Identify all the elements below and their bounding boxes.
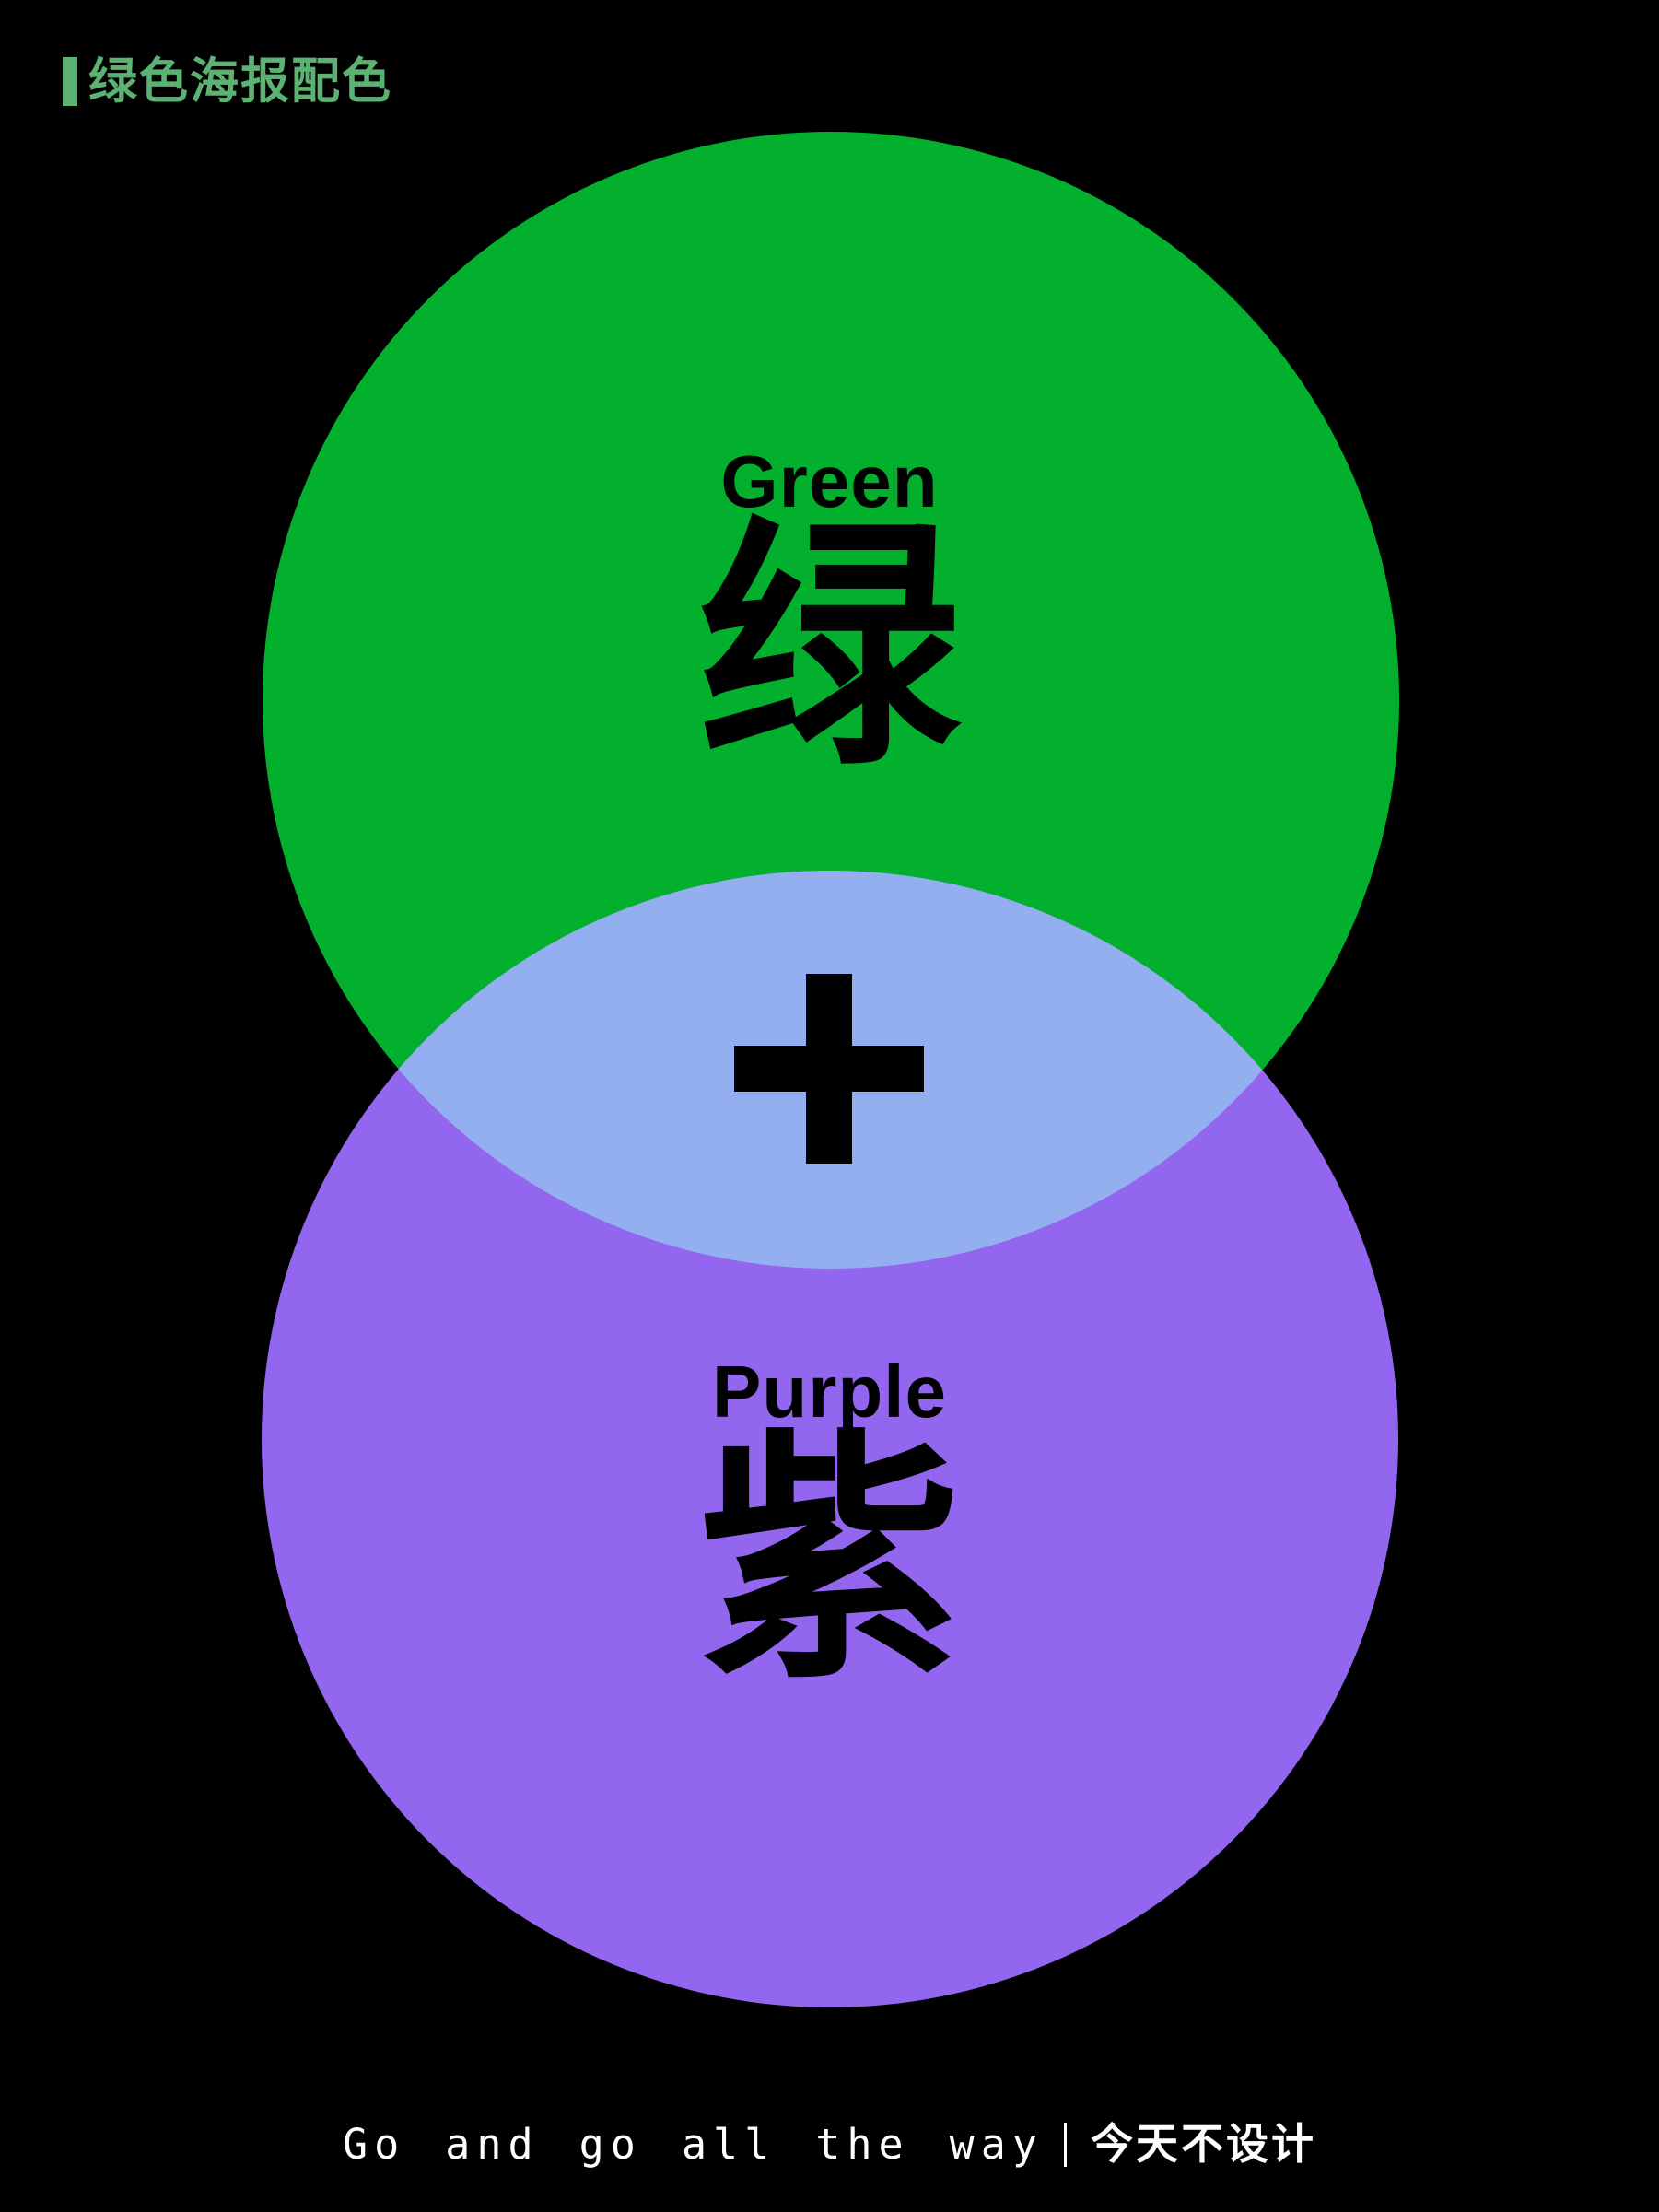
footer-brand: 今天不设计 <box>1090 2120 1316 2168</box>
plus-icon <box>734 974 924 1164</box>
purple-label-zh: 紫 <box>698 1415 961 1708</box>
footer-slogan: Go and go all the way <box>343 2119 1044 2169</box>
purple-label-en: Purple <box>712 1351 947 1433</box>
header-accent-bar <box>63 57 77 106</box>
green-label-zh: 绿 <box>698 502 961 795</box>
green-label-en: Green <box>720 440 939 522</box>
header-title: 绿色海报配色 <box>88 54 392 109</box>
header: 绿色海报配色 <box>63 57 392 106</box>
plus-icon-vertical-bar <box>806 974 852 1164</box>
footer-divider-bar <box>1063 2122 1067 2167</box>
footer: Go and go all the way 今天不设计 <box>0 2119 1659 2170</box>
